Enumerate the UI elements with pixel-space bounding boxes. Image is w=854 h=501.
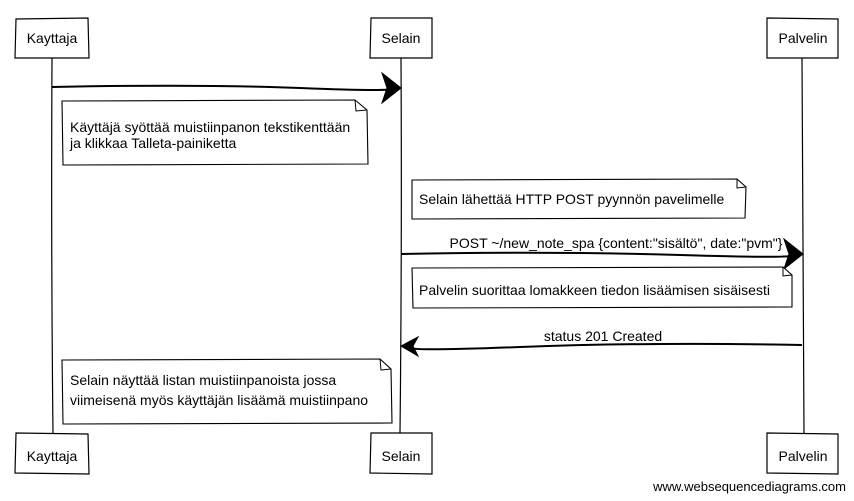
participant-label: Selain <box>382 30 421 46</box>
note-1-line-1: Käyttäjä syöttää muistiinpanon tekstiken… <box>70 119 350 135</box>
note-1: Käyttäjä syöttää muistiinpanon tekstiken… <box>61 99 369 166</box>
participant-kayttaja-bottom: Kayttaja <box>14 432 90 475</box>
message-3-label: status 201 Created <box>544 328 662 344</box>
note-4-line-2: viimeisenä myös käyttäjän lisäämä muisti… <box>70 392 368 408</box>
lifeline-selain <box>399 57 402 434</box>
participant-palvelin-top: Palvelin <box>766 17 839 59</box>
note-4-line-1: Selain näyttää listan muistiinpanoista j… <box>70 372 336 388</box>
note-2: Selain lähettää HTTP POST pyynnön paveli… <box>411 178 747 220</box>
note-3: Palvelin suorittaa lomakkeen tiedon lisä… <box>411 266 793 309</box>
message-2: POST ~/new_note_spa {content:"sisältö", … <box>400 235 804 271</box>
message-3: status 201 Created <box>399 328 803 358</box>
note-3-text: Palvelin suorittaa lomakkeen tiedon lisä… <box>419 282 770 298</box>
note-2-text: Selain lähettää HTTP POST pyynnön paveli… <box>419 191 725 207</box>
participant-kayttaja-top: Kayttaja <box>14 17 90 59</box>
participant-palvelin-bottom: Palvelin <box>766 432 839 475</box>
note-4: Selain näyttää listan muistiinpanoista j… <box>61 358 393 425</box>
participant-label: Selain <box>382 448 421 464</box>
participant-selain-top: Selain <box>369 17 433 59</box>
message-1 <box>51 71 402 105</box>
participant-label: Kayttaja <box>27 30 78 46</box>
watermark: www.websequencediagrams.com <box>652 479 846 494</box>
message-2-label: POST ~/new_note_spa {content:"sisältö", … <box>450 235 783 251</box>
participant-label: Palvelin <box>778 448 827 464</box>
participant-label: Palvelin <box>778 30 827 46</box>
note-1-line-2: ja klikkaa Talleta-painiketta <box>69 135 236 151</box>
lifeline-palvelin <box>801 57 805 434</box>
lifeline-kayttaja <box>51 57 54 434</box>
participant-label: Kayttaja <box>27 448 78 464</box>
participant-selain-bottom: Selain <box>369 432 433 475</box>
